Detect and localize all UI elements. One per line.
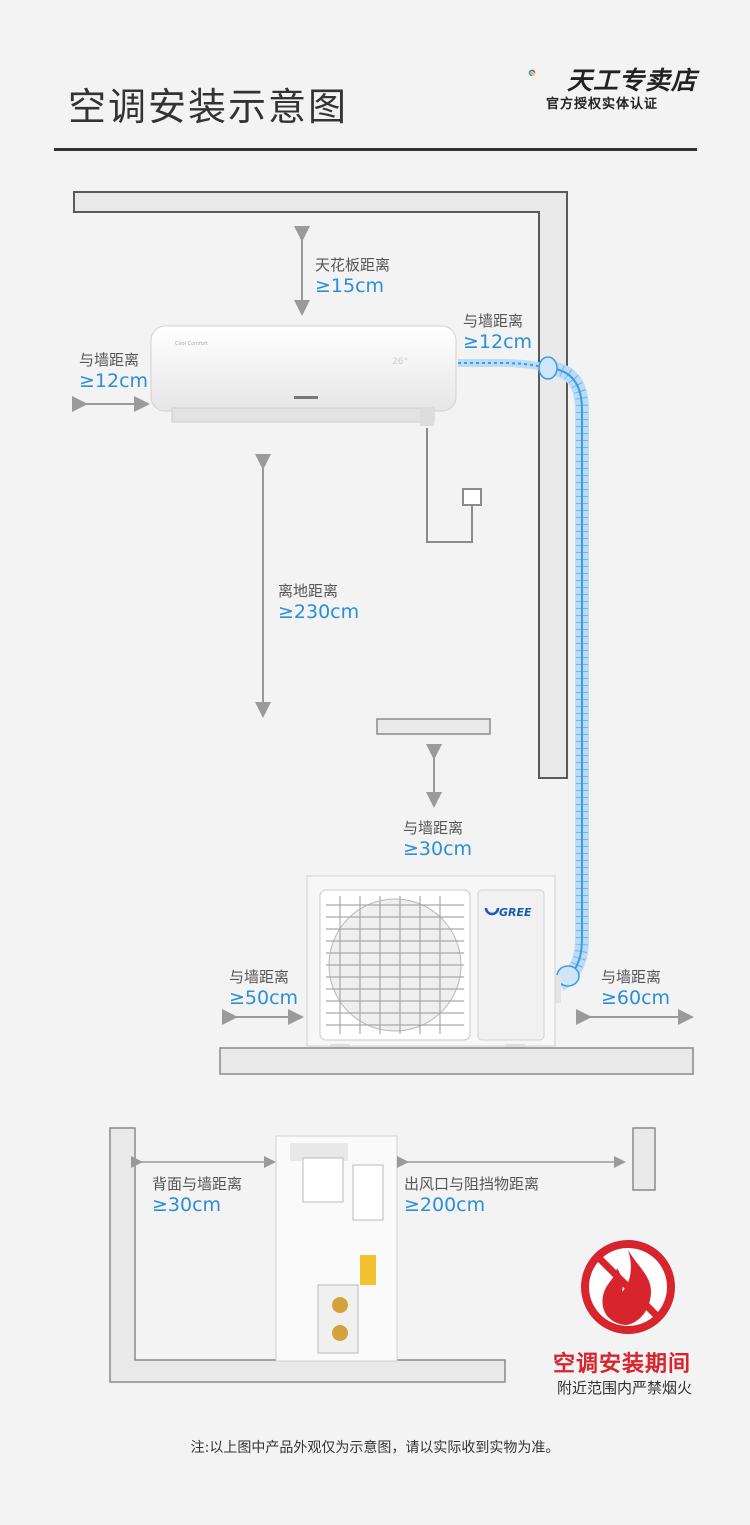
outdoor-left-label: 与墙距离 xyxy=(229,968,290,986)
gree-brand: GREE xyxy=(499,906,532,919)
footnote: 注:以上图中产品外观仅为示意图，请以实际收到实物为准。 xyxy=(190,1440,560,1456)
svg-text:26°: 26° xyxy=(392,357,408,367)
outdoor-top-label: 与墙距离 xyxy=(403,819,464,837)
indoor-left-wall-label: 与墙距离 xyxy=(79,351,140,369)
warning-subtitle: 附近范围内严禁烟火 xyxy=(557,1379,693,1397)
refrigerant-pipe xyxy=(458,356,589,1003)
warning-title: 空调安装期间 xyxy=(553,1352,692,1377)
header-divider xyxy=(54,148,697,151)
outdoor-unit-side xyxy=(275,1135,398,1362)
outdoor-ground xyxy=(219,1047,694,1075)
floor-distance-value: ≥230cm xyxy=(278,601,360,623)
drain-pipe xyxy=(426,428,482,543)
indoor-left-wall-value: ≥12cm xyxy=(79,370,149,392)
svg-text:Cool Comfort: Cool Comfort xyxy=(175,341,208,347)
ceiling-distance-value: ≥15cm xyxy=(315,275,385,297)
page-title: 空调安装示意图 xyxy=(68,85,349,129)
store-name: 天工专卖店 xyxy=(567,66,698,95)
ceiling-distance-label: 天花板距离 xyxy=(315,256,391,274)
outdoor-right-value: ≥60cm xyxy=(601,987,671,1009)
indoor-right-wall-label: 与墙距离 xyxy=(463,312,524,330)
outdoor-top-shelf xyxy=(376,718,491,735)
back-wall-label: 背面与墙距离 xyxy=(152,1175,243,1193)
svg-text:G: G xyxy=(531,71,533,75)
store-certification: 官方授权实体认证 xyxy=(546,97,659,112)
outdoor-unit xyxy=(306,875,556,1054)
outlet-distance-value: ≥200cm xyxy=(404,1194,486,1216)
floor-distance-label: 离地距离 xyxy=(278,582,339,600)
ceiling-wall xyxy=(73,191,568,779)
side-view-walls xyxy=(109,1127,656,1383)
store-logo-icon: G xyxy=(528,69,536,77)
indoor-unit: 26° Cool Comfort xyxy=(150,325,457,426)
back-wall-value: ≥30cm xyxy=(152,1194,222,1216)
outlet-distance-label: 出风口与阻挡物距离 xyxy=(404,1175,540,1193)
gree-logo-icon xyxy=(484,907,500,916)
outdoor-top-value: ≥30cm xyxy=(403,838,473,860)
no-fire-icon xyxy=(581,1240,675,1334)
outdoor-right-label: 与墙距离 xyxy=(601,968,662,986)
outdoor-left-value: ≥50cm xyxy=(229,987,299,1009)
indoor-right-wall-value: ≥12cm xyxy=(463,331,533,353)
